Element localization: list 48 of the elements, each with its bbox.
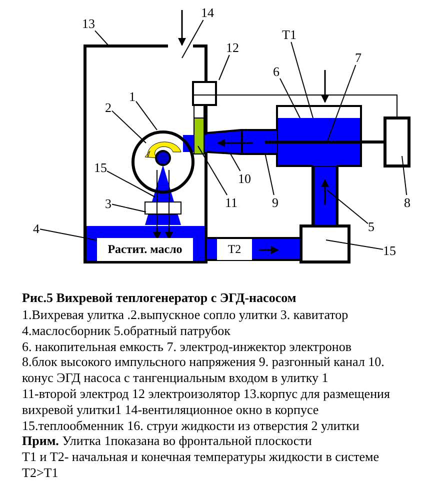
temperature-label: T2 xyxy=(217,239,252,260)
leader-line xyxy=(230,152,241,172)
callout-number: 10 xyxy=(238,171,251,186)
leader-line xyxy=(136,100,158,130)
leader-line xyxy=(326,64,356,142)
callout-number: 12 xyxy=(226,40,239,55)
legend-text: Прим. Улитка 1показана во фронтальной плоскости xyxy=(22,433,312,448)
legend-text: конус ЭГД насоса с тангенциальным входом в улитку 1 xyxy=(22,370,328,386)
legend-text: 6. накопительная емкость 7. электрод-инжектор электронов xyxy=(22,338,352,354)
leader-line xyxy=(218,54,230,80)
callout-number: 6 xyxy=(273,64,280,79)
callout-number: 1 xyxy=(129,89,136,104)
leader-line xyxy=(94,30,108,46)
leader-line xyxy=(182,20,204,58)
legend-text: 4.маслосборник 5.обратный патрубок xyxy=(22,322,230,338)
legend-text: 1.Вихревая улитка .2.выпускное сопло улитки 3. кавитатор xyxy=(22,307,348,322)
leader-line xyxy=(402,156,408,196)
callout-number: 4 xyxy=(33,221,40,236)
callout-number: 3 xyxy=(105,196,112,211)
callout-number: T1 xyxy=(282,27,296,42)
legend-text: 11-второй электрод 12 электроизолятор 13.корпус для размещения xyxy=(22,386,390,401)
leader-line xyxy=(112,110,146,144)
figure-caption: Рис.5 Вихревой теплогенератор с ЭГД-насосом xyxy=(22,290,296,305)
callout-number: 13 xyxy=(82,16,95,31)
callout-number: 14 xyxy=(201,5,214,20)
legend-text: 8.блок высокого импульсного напряжения 9. разгонный канал 10. xyxy=(22,354,384,370)
leader-line xyxy=(112,204,146,212)
leader-line xyxy=(290,42,314,118)
callout-number: 2 xyxy=(105,100,112,115)
leader-line xyxy=(264,152,274,196)
callout-number: 8 xyxy=(404,195,410,210)
callout-number: 5 xyxy=(368,219,374,234)
tank-label: Растит. масло xyxy=(97,238,193,261)
callout-number: 15 xyxy=(383,243,396,258)
leader-line xyxy=(198,146,228,196)
callout-number: 11 xyxy=(225,195,238,210)
leader-line xyxy=(326,190,368,224)
callout-number: 7 xyxy=(355,50,362,65)
legend-text: T1 и T2- начальная и конечная температуры жидкости в системе xyxy=(22,449,380,464)
legend-text: 15.теплообменник 16. струи жидкости из отверстия 2 улитки xyxy=(22,418,360,433)
legend-text: T2>T1 xyxy=(22,465,58,480)
leader-line xyxy=(40,228,98,241)
leader-line xyxy=(326,240,384,250)
callout-number: 9 xyxy=(272,195,278,210)
leader-line xyxy=(280,78,300,118)
callout-number: 15 xyxy=(94,160,107,175)
leader-line xyxy=(106,170,156,198)
legend-text: вихревой улитки1 14-вентиляционное окно в корпусе xyxy=(22,402,319,417)
